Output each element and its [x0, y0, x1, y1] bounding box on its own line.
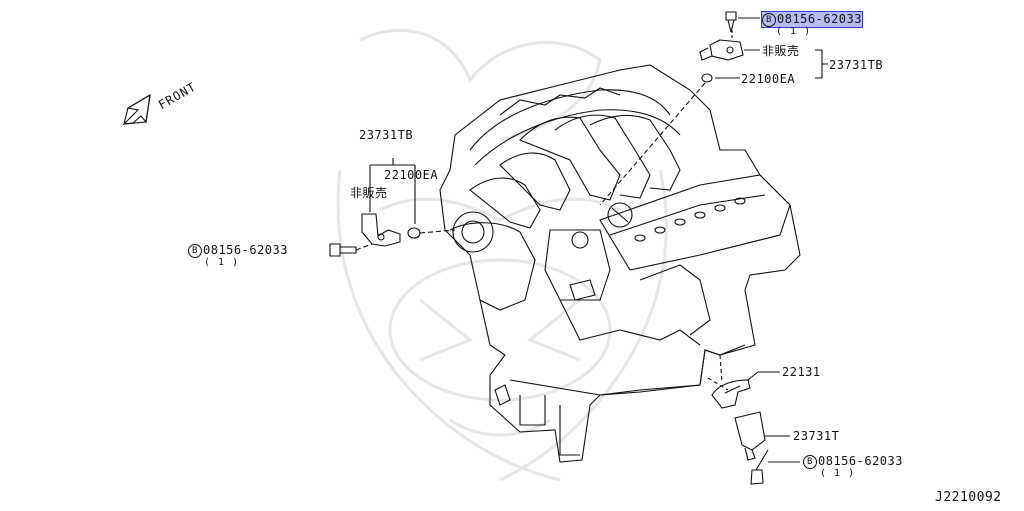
engine-block — [439, 64, 801, 463]
bottom-callout-lines — [747, 371, 800, 463]
front-arrow-icon — [122, 93, 151, 125]
watermark-emblem — [336, 28, 668, 482]
left-oring — [407, 227, 421, 239]
left-bolt-qty: ( 1 ) — [204, 257, 240, 268]
bottom-bolt-part-number: 08156-62033 — [818, 454, 903, 468]
bottom-plate-part — [711, 379, 751, 409]
bottom-plate-callout[interactable]: 22131 — [782, 365, 821, 379]
bottom-bolt-part — [750, 449, 769, 485]
bottom-sensor-callout[interactable]: 23731T — [793, 429, 840, 443]
top-oring — [701, 73, 713, 83]
top-cam-sensor — [699, 39, 744, 61]
left-oring-callout[interactable]: 22100EA — [384, 168, 439, 182]
top-sensor-callout[interactable]: 23731TB — [829, 58, 884, 72]
left-not-sold-label: 非販売 — [350, 186, 388, 200]
bottom-bolt-qty: ( 1 ) — [820, 468, 856, 479]
top-not-sold-label: 非販売 — [762, 44, 800, 58]
top-callout-lines — [715, 49, 828, 79]
bottom-crank-sensor — [734, 411, 766, 461]
top-bolt-qty: ( 1 ) — [776, 26, 812, 37]
left-bolt-part-number: 08156-62033 — [203, 243, 288, 257]
drawing-id: J2210092 — [935, 490, 1002, 505]
bolt-symbol-icon: B — [188, 244, 202, 258]
top-oring-callout[interactable]: 22100EA — [741, 72, 796, 86]
top-bolt-part — [725, 11, 760, 33]
bolt-symbol-icon: B — [762, 13, 776, 27]
left-sensor-callout[interactable]: 23731TB — [359, 128, 414, 142]
left-cam-sensor — [361, 213, 401, 247]
top-sensor-leader — [599, 82, 706, 206]
left-callout-lines — [369, 158, 416, 224]
top-bolt-part-number: 08156-62033 — [777, 12, 862, 26]
bolt-symbol-icon: B — [803, 455, 817, 469]
